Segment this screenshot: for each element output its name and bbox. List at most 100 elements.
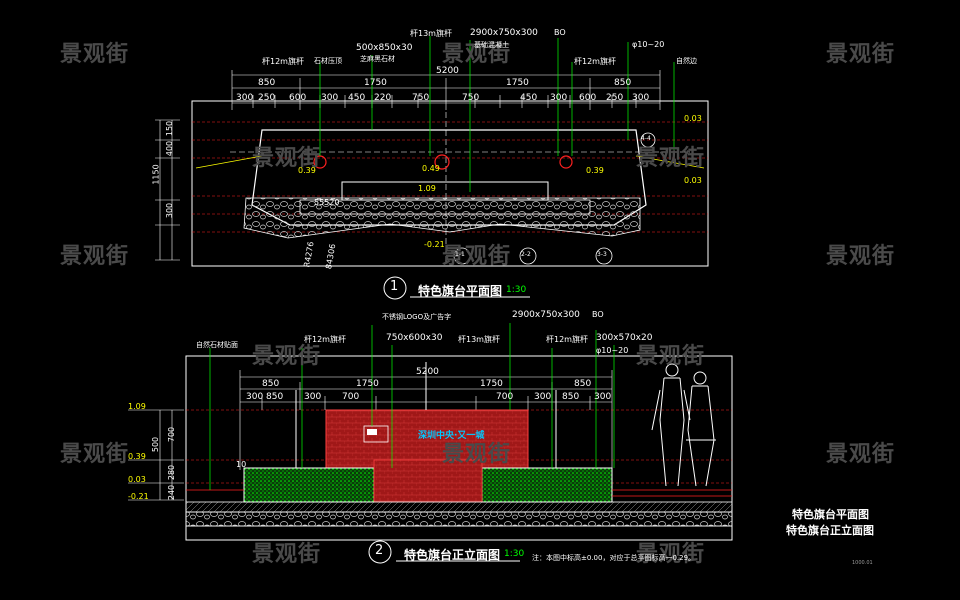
elevation-note: 注：本图中标高±0.00，对应于总平图标高一0.29。 <box>532 554 696 562</box>
elev-dim-total: 5200 <box>416 367 439 377</box>
feature-wall-sign-text: 深圳中央·又一城 <box>418 431 485 441</box>
plan-callout-flagpole-13m: 杆13m旗杆 <box>410 29 452 38</box>
plan-sub-dim: 300 <box>632 93 650 103</box>
plan-sub-dim: 300 <box>321 93 339 103</box>
plan-sub-dim: 450 <box>348 93 366 103</box>
watermark: 景观街 <box>636 146 706 171</box>
elev-level: 0.39 <box>128 452 146 461</box>
plan-sub-dim: 300 <box>550 93 568 103</box>
plan-sub-dim: 300 <box>236 93 254 103</box>
plan-section-mark: 2-2 <box>521 251 531 258</box>
watermark: 景观街 <box>60 244 130 269</box>
plan-left-dimensions <box>155 119 180 261</box>
elev-left-dim: 240 <box>167 484 177 501</box>
plan-sub-dim: 750 <box>462 93 480 103</box>
plan-left-dim: 400 <box>165 140 175 157</box>
plan-title-number-circle <box>383 276 407 300</box>
logo-plate <box>363 425 389 443</box>
plan-left-dim: 1150 <box>151 164 161 185</box>
elev-callout-bo: BO <box>592 310 604 319</box>
watermark: 景观街 <box>826 42 896 67</box>
elev-level-10: 10 <box>236 460 247 469</box>
plan-level: 0.39 <box>586 166 604 175</box>
elev-left-dim: 280 <box>167 464 177 481</box>
elev-sub-dim: 300 <box>246 392 264 402</box>
plan-frame <box>191 100 709 267</box>
plan-callout-note-a: 石材压顶 <box>314 57 342 65</box>
plan-view <box>155 36 709 300</box>
elev-sub-dim: 300 <box>304 392 322 402</box>
elev-dim-top-2: 1750 <box>356 379 379 389</box>
planter-left <box>243 467 375 503</box>
plan-callout-stone-500: 500x850x30 <box>356 43 413 53</box>
legend-plan-title: 特色旗台平面图 <box>792 508 869 521</box>
watermark: 景观街 <box>636 542 706 567</box>
elev-sub-dim: 300 <box>534 392 552 402</box>
plan-dim-top-1: 850 <box>258 78 276 88</box>
watermark: 景观街 <box>826 244 896 269</box>
elev-dim-top-4: 850 <box>574 379 592 389</box>
watermark: 景观街 <box>636 344 706 369</box>
watermark: 景观街 <box>826 442 896 467</box>
elev-left-dim: 700 <box>167 426 177 443</box>
plan-level: -0.21 <box>424 240 445 249</box>
plan-sub-dim: 600 <box>289 93 307 103</box>
plan-dim-total: 5200 <box>436 66 459 76</box>
plan-callout-bo: BO <box>554 28 566 37</box>
plan-sub-dim: 220 <box>374 93 392 103</box>
plan-level: 1.09 <box>418 184 436 193</box>
watermark: 景观街 <box>442 42 512 67</box>
plan-section-marks <box>453 132 656 265</box>
elevation-view <box>128 323 733 564</box>
plan-level: 0.49 <box>422 164 440 173</box>
plan-gravel-band <box>243 197 641 239</box>
scale-figure-people <box>651 363 716 487</box>
elev-callout-far-left: 自然石材贴面 <box>196 341 238 349</box>
legend-elevation-title: 特色旗台正立面图 <box>786 524 874 537</box>
plan-callout-flagpole-12m-left: 杆12m旗杆 <box>262 57 304 66</box>
plan-center-block <box>341 181 549 201</box>
plan-sub-dim: 600 <box>579 93 597 103</box>
watermark: 景观街 <box>442 244 512 269</box>
logo-plate-inner <box>367 429 377 435</box>
elev-callout-stone-300: 300x570x20 <box>596 333 653 343</box>
watermark: 景观街 <box>252 542 322 567</box>
plan-section-mark: 1-1 <box>455 251 465 258</box>
plan-sub-dim: 450 <box>520 93 538 103</box>
elevation-title: 特色旗台正立面图 <box>404 548 501 562</box>
elev-callout-panel: 750x600x30 <box>386 333 443 343</box>
elevation-left-dims <box>128 409 184 501</box>
plan-sub-dim: 250 <box>606 93 624 103</box>
ground-gravel <box>185 511 733 527</box>
plan-level: 0.03 <box>684 176 702 185</box>
plan-left-dim: 300 <box>165 202 175 219</box>
plan-title-number: 1 <box>390 279 399 294</box>
plan-center-step <box>299 199 591 215</box>
elev-callout-panel-note: 杆13m旗杆 <box>458 335 500 344</box>
plan-callout-corner: 自然边 <box>676 57 697 65</box>
watermark: 景观街 <box>252 344 322 369</box>
plan-dimension-lines <box>231 70 661 110</box>
plan-scale: 1:30 <box>506 285 527 295</box>
watermark: 景观街 <box>60 442 130 467</box>
plan-callout-stone-note: 芝麻黑石材 <box>360 55 395 63</box>
plan-level: 0.03 <box>684 114 702 123</box>
corner-code: 1000.01 <box>852 560 873 566</box>
elev-callout-block-2900: 2900x750x300 <box>512 310 580 320</box>
flagpole-center <box>434 154 450 170</box>
plan-sub-dim: 750 <box>412 93 430 103</box>
watermark: 景观街 <box>252 146 322 171</box>
plan-callout-gravel: φ10~20 <box>632 40 665 49</box>
elev-level: -0.21 <box>128 492 149 501</box>
elev-callout-flagpole-12m-left: 杆12m旗杆 <box>304 335 346 344</box>
elev-dim-top-3: 1750 <box>480 379 503 389</box>
plan-flagpoles <box>313 154 573 170</box>
elevation-title-number: 2 <box>375 543 384 558</box>
elev-sub-dim: 700 <box>342 392 360 402</box>
elev-callout-gravel: φ10~20 <box>596 346 629 355</box>
elevation-frame <box>185 355 733 541</box>
plan-section-mark: 4-4 <box>641 135 651 142</box>
elev-level: 0.03 <box>128 475 146 484</box>
elevation-title-number-circle <box>368 540 392 564</box>
